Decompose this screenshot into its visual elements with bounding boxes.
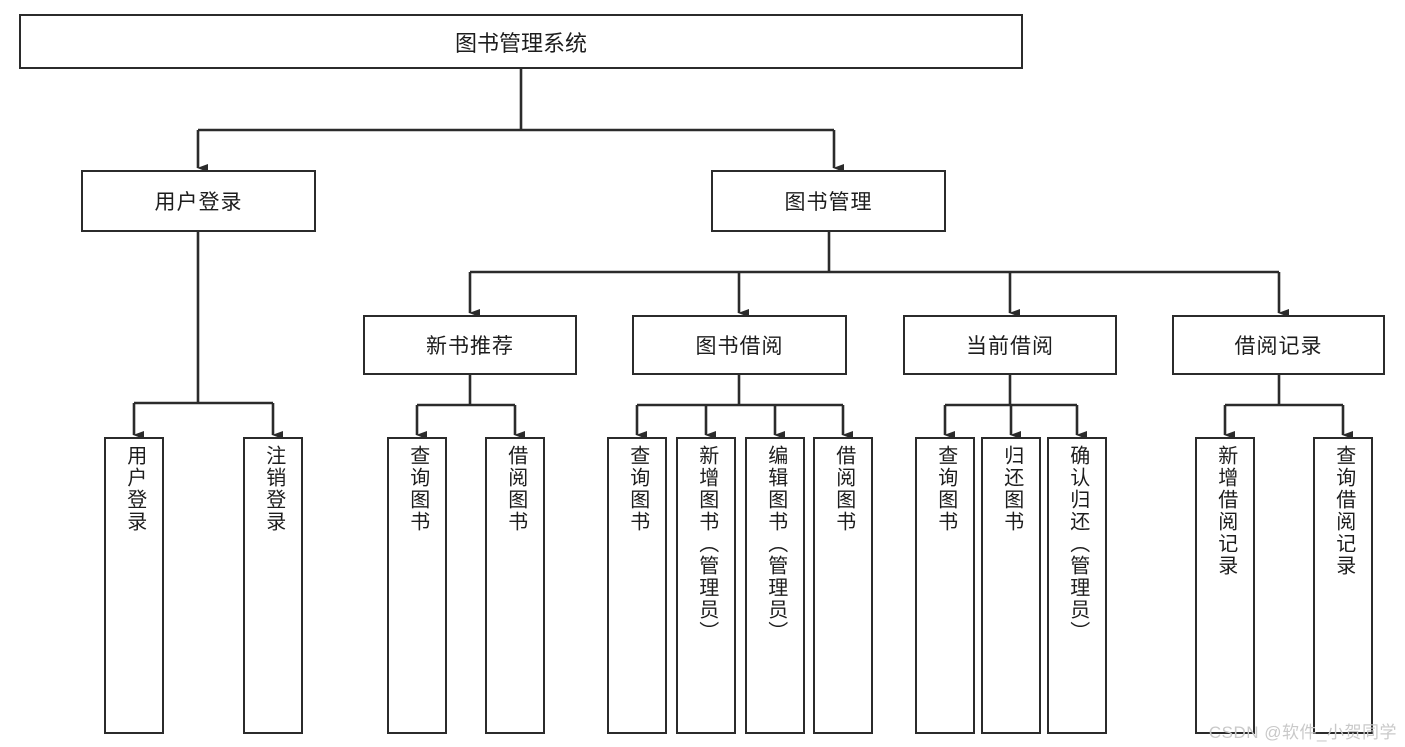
node-user-login[interactable]: 用户登录 [81, 170, 316, 232]
leaf-borrow-book-1-label: 借阅图书 [504, 445, 527, 533]
leaf-query-book-1[interactable]: 查询图书 [387, 437, 447, 734]
leaf-logout[interactable]: 注销登录 [243, 437, 303, 734]
node-book-borrow-label: 图书借阅 [695, 335, 784, 358]
leaf-query-record[interactable]: 查询借阅记录 [1313, 437, 1373, 734]
leaf-edit-book[interactable]: 编辑图书（管理员） [745, 437, 805, 734]
leaf-user-login[interactable]: 用户登录 [104, 437, 164, 734]
csdn-watermark: CSDN @软件_小贺同学 [1208, 723, 1397, 742]
node-book-manage-label: 图书管理 [784, 191, 873, 214]
node-root-label: 图书管理系统 [454, 30, 587, 56]
node-book-borrow[interactable]: 图书借阅 [632, 315, 847, 375]
node-book-manage[interactable]: 图书管理 [711, 170, 946, 232]
leaf-query-book-2-label: 查询图书 [626, 445, 649, 533]
node-new-book-recommend-label: 新书推荐 [426, 335, 514, 358]
leaf-confirm-return-label: 确认归还（管理员） [1066, 445, 1089, 643]
leaf-add-book-label: 新增图书（管理员） [695, 445, 718, 643]
node-new-book-recommend[interactable]: 新书推荐 [363, 315, 577, 375]
leaf-query-book-3[interactable]: 查询图书 [915, 437, 975, 734]
node-current-borrow[interactable]: 当前借阅 [903, 315, 1117, 375]
leaf-query-record-label: 查询借阅记录 [1332, 445, 1355, 577]
leaf-user-login-label: 用户登录 [123, 445, 146, 533]
leaf-query-book-1-label: 查询图书 [406, 445, 429, 533]
leaf-borrow-book-1[interactable]: 借阅图书 [485, 437, 545, 734]
leaf-logout-label: 注销登录 [262, 445, 285, 533]
leaf-return-book-label: 归还图书 [1000, 445, 1023, 533]
node-root[interactable]: 图书管理系统 [19, 14, 1023, 69]
leaf-query-book-3-label: 查询图书 [934, 445, 957, 533]
leaf-borrow-book-2[interactable]: 借阅图书 [813, 437, 873, 734]
leaf-add-book[interactable]: 新增图书（管理员） [676, 437, 736, 734]
node-borrow-record-label: 借阅记录 [1234, 335, 1323, 358]
leaf-return-book[interactable]: 归还图书 [981, 437, 1041, 734]
leaf-add-record-label: 新增借阅记录 [1214, 445, 1237, 577]
leaf-add-record[interactable]: 新增借阅记录 [1195, 437, 1255, 734]
node-borrow-record[interactable]: 借阅记录 [1172, 315, 1385, 375]
node-current-borrow-label: 当前借阅 [966, 335, 1054, 358]
leaf-borrow-book-2-label: 借阅图书 [832, 445, 855, 533]
leaf-edit-book-label: 编辑图书（管理员） [764, 445, 787, 643]
node-user-login-label: 用户登录 [154, 191, 243, 214]
leaf-confirm-return[interactable]: 确认归还（管理员） [1047, 437, 1107, 734]
leaf-query-book-2[interactable]: 查询图书 [607, 437, 667, 734]
